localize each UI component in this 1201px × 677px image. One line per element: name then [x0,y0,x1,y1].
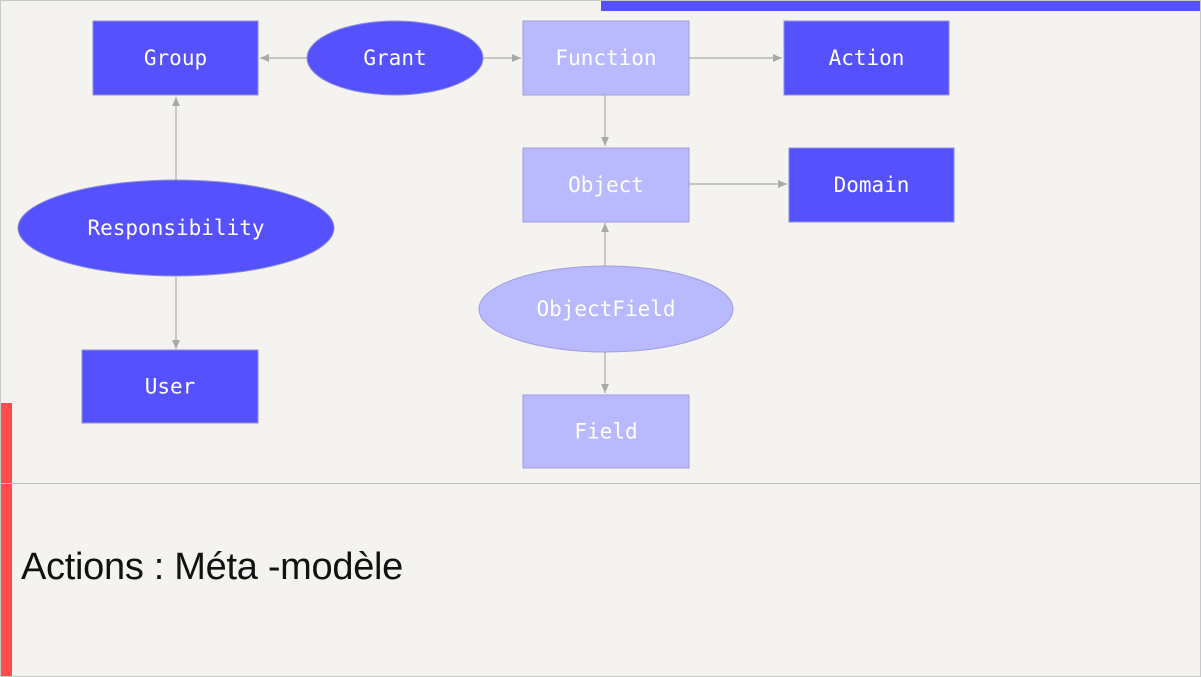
node-field: Field [522,394,690,469]
node-action: Action [783,20,950,96]
node-responsibility: Responsibility [17,179,335,277]
node-object-label: Object [568,173,644,197]
meta-model-diagram: Group Grant Function Action Object Domai… [17,20,955,469]
node-domain: Domain [788,147,955,223]
node-group: Group [92,20,259,96]
node-domain-label: Domain [834,173,910,197]
node-responsibility-label: Responsibility [87,216,264,240]
side-accent-bar [1,403,12,676]
node-user: User [81,349,259,424]
edges [172,54,787,393]
slide-title: Actions : Méta -modèle [21,546,404,588]
node-function: Function [522,20,690,96]
top-accent-bar [601,1,1200,11]
section-divider [1,483,1200,484]
node-group-label: Group [144,46,207,70]
node-objectfield-label: ObjectField [536,297,675,321]
node-objectfield: ObjectField [478,265,734,353]
node-action-label: Action [829,46,905,70]
node-grant: Grant [306,20,484,96]
node-user-label: User [145,375,196,399]
node-object: Object [522,147,690,223]
node-field-label: Field [574,420,637,444]
node-function-label: Function [555,46,656,70]
node-grant-label: Grant [363,46,426,70]
